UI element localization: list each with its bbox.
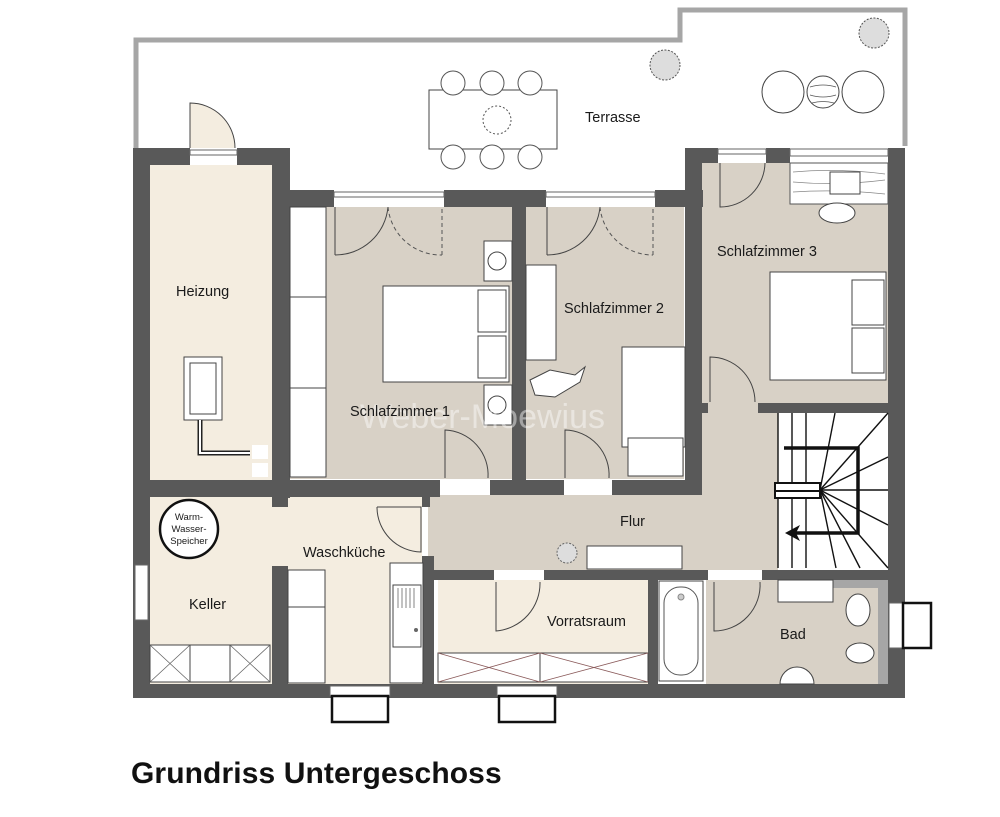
- lightwell-waschkueche: [330, 694, 390, 724]
- bad-furniture: [658, 579, 875, 685]
- dining-chairs: [440, 70, 543, 170]
- window-schlafzimmer2: [545, 191, 656, 198]
- label-flur: Flur: [620, 514, 645, 530]
- window-heizung: [189, 149, 238, 156]
- door-sz1-hall: [444, 429, 489, 479]
- shelving: [437, 652, 649, 683]
- window-schlafzimmer3-door: [717, 148, 767, 155]
- walls: [133, 148, 905, 698]
- label-bad: Bad: [780, 627, 806, 643]
- door-sz2-hall: [564, 429, 610, 479]
- window-bad: [888, 602, 904, 649]
- door-waschkueche: [376, 506, 422, 553]
- lounge-chair-right: [841, 70, 885, 114]
- svg-text:Wasser-: Wasser-: [171, 524, 206, 535]
- washer-dryer: [287, 569, 326, 684]
- door-sz1-left: [334, 206, 389, 256]
- chair: [529, 365, 587, 398]
- desk: [525, 264, 557, 361]
- door-sz2-left: [546, 206, 601, 256]
- label-terrasse: Terrasse: [585, 110, 641, 126]
- watermark: Weber-Moewius: [360, 398, 605, 436]
- washbasin: [779, 666, 815, 685]
- door-vorratsraum: [495, 581, 541, 632]
- lounge-chair-left: [761, 70, 805, 114]
- label-vorratsraum: Vorratsraum: [547, 614, 626, 630]
- flur-furniture: [556, 542, 683, 570]
- plant-icon: [556, 542, 578, 564]
- label-waschkueche: Waschküche: [303, 545, 385, 561]
- terrace-outline: [133, 7, 908, 150]
- table-flowers-icon: [482, 105, 512, 135]
- door-sz1-right: [387, 206, 443, 256]
- plant-icon: [649, 49, 681, 81]
- window-schlafzimmer1: [333, 191, 445, 198]
- label-keller: Keller: [189, 597, 226, 613]
- pillow: [627, 437, 684, 477]
- sz3-furniture: [769, 162, 889, 381]
- toilet: [845, 593, 871, 627]
- sideboard: [586, 545, 683, 570]
- staircase: [774, 412, 889, 569]
- washbasin-cabinet: [777, 579, 834, 603]
- door-sz3-terrace: [719, 162, 766, 208]
- monitor-icon: [829, 171, 861, 195]
- vorratsraum-furniture: [437, 652, 649, 683]
- label-schlafzimmer2: Schlafzimmer 2: [564, 301, 664, 317]
- door-sz2-right: [599, 206, 654, 256]
- room-labels: Terrasse Heizung Schlafzimmer 1 Schlafzi…: [176, 110, 817, 643]
- label-warmwasserspeicher: Warm- Wasser- Speicher: [170, 512, 208, 547]
- windows: [134, 148, 933, 724]
- label-schlafzimmer3: Schlafzimmer 3: [717, 244, 817, 260]
- window-keller: [134, 564, 149, 621]
- floor-flur-upper: [702, 403, 778, 498]
- svg-text:Warm-: Warm-: [175, 512, 203, 523]
- window-schlafzimmer3: [789, 148, 889, 157]
- floor-heizung: [150, 165, 272, 480]
- door-heizung: [189, 102, 236, 149]
- side-table: [806, 75, 840, 109]
- window-vorratsraum: [496, 685, 558, 697]
- shelving: [149, 644, 271, 683]
- plant-icon: [858, 17, 890, 49]
- heating-unit: [183, 356, 268, 477]
- window-waschkueche: [329, 685, 391, 697]
- single-bed: [621, 346, 686, 448]
- sz1-furniture: [289, 206, 513, 478]
- sink-icon: [392, 584, 422, 648]
- keller-furniture: [149, 498, 424, 684]
- wardrobe: [289, 206, 327, 478]
- lightwell-vorratsraum: [497, 694, 557, 724]
- terrace-furniture: [428, 17, 890, 170]
- warm-water-tank: [158, 498, 220, 560]
- desk-chair: [818, 202, 856, 224]
- lightwell-bad: [901, 601, 933, 650]
- label-schlafzimmer1: Schlafzimmer 1: [350, 404, 450, 420]
- label-heizung: Heizung: [176, 284, 229, 300]
- dining-table: [428, 89, 558, 150]
- sz2-furniture: [525, 264, 686, 477]
- bidet: [845, 642, 875, 664]
- door-bad: [713, 581, 761, 632]
- doors: [189, 102, 766, 632]
- plan-title: Grundriss Untergeschoss: [131, 757, 502, 790]
- svg-text:Speicher: Speicher: [170, 536, 208, 547]
- door-sz3-hall: [709, 356, 756, 403]
